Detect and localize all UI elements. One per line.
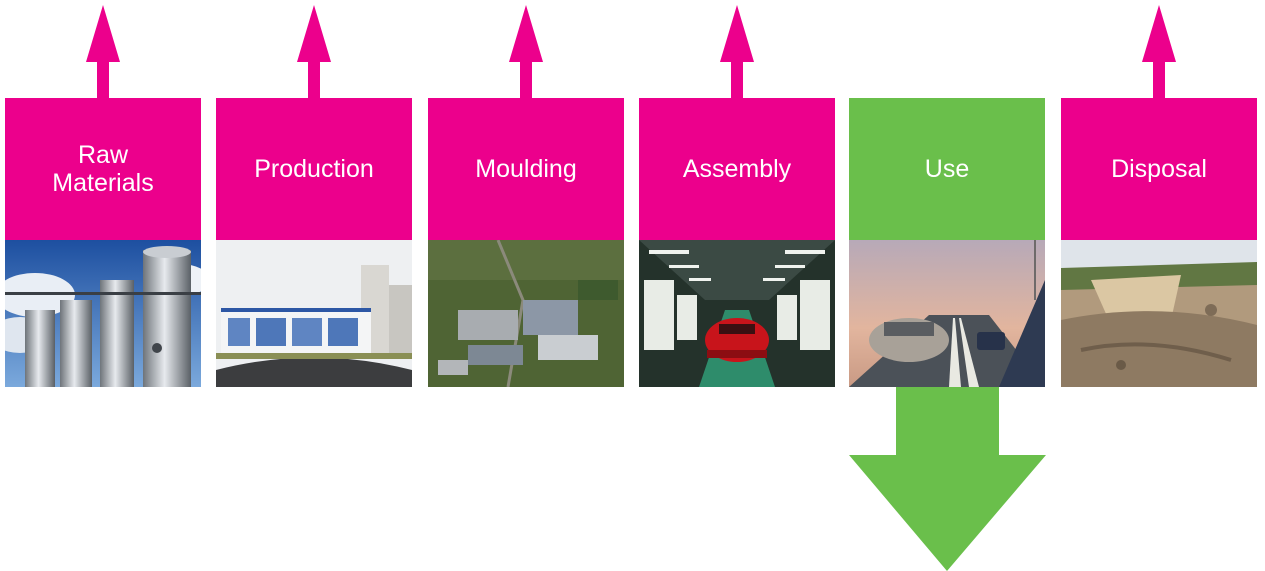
stage-box: Assembly xyxy=(639,98,835,240)
down-arrow-icon xyxy=(849,387,1046,571)
stage-box: Use xyxy=(849,98,1045,240)
steel-silos-photo xyxy=(5,240,201,387)
stage-moulding: Moulding xyxy=(428,0,624,390)
aerial-industrial-site-photo xyxy=(428,240,624,387)
stage-label: Use xyxy=(924,155,970,183)
up-arrow-icon xyxy=(1142,5,1176,100)
landfill-quarry-photo xyxy=(1061,240,1257,387)
stage-label: Disposal xyxy=(1111,155,1207,183)
stage-box: Raw Materials xyxy=(5,98,201,240)
stage-raw-materials: Raw Materials xyxy=(5,0,201,390)
stage-box: Moulding xyxy=(428,98,624,240)
stage-label: Raw Materials xyxy=(52,141,154,197)
factory-building-photo xyxy=(216,240,412,387)
up-arrow-icon xyxy=(509,5,543,100)
stage-label: Production xyxy=(254,155,374,183)
cars-on-road-photo xyxy=(849,240,1045,387)
up-arrow-icon xyxy=(720,5,754,100)
stage-label: Moulding xyxy=(475,155,577,183)
stage-box: Production xyxy=(216,98,412,240)
stage-box: Disposal xyxy=(1061,98,1257,240)
up-arrow-icon xyxy=(297,5,331,100)
car-assembly-line-photo xyxy=(639,240,835,387)
stage-label: Assembly xyxy=(682,155,792,183)
stage-production: Production xyxy=(216,0,412,390)
stage-disposal: Disposal xyxy=(1061,0,1257,390)
stage-use: Use xyxy=(849,0,1045,390)
stage-assembly: Assembly xyxy=(639,0,835,390)
up-arrow-icon xyxy=(86,5,120,100)
